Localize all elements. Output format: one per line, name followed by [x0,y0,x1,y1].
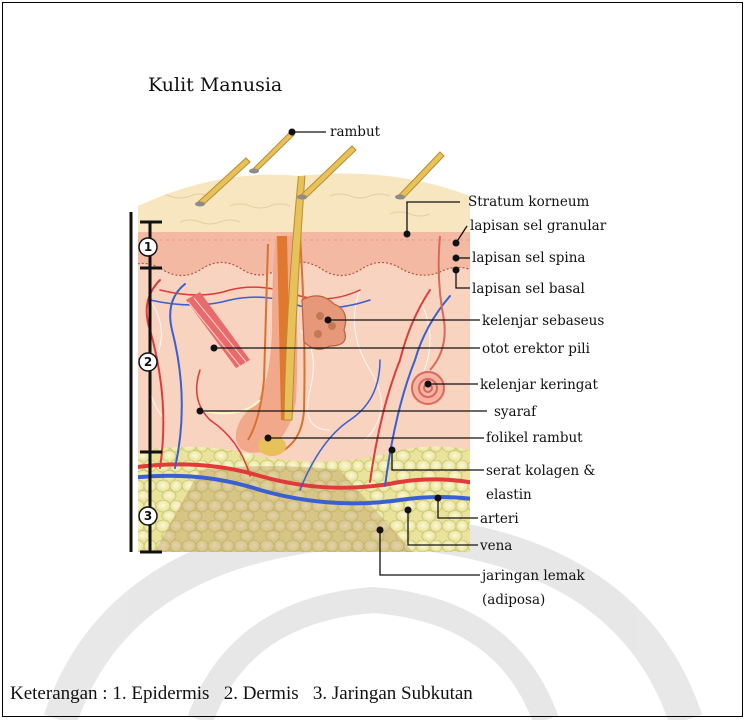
layer-number-3: 3 [144,509,152,523]
label-serat-kolagen: serat kolagen & [486,463,595,479]
label-kelenjar-sebaseus: kelenjar sebaseus [482,313,604,329]
label-jaringan-lemak: jaringan lemak [482,568,585,584]
caption-dermis: 2. Dermis [224,683,299,704]
label-elastin: elastin [486,487,532,503]
layer-number-2: 2 [144,355,152,369]
caption-jaringan-subkutan: 3. Jaringan Subkutan [313,683,473,704]
layer-number-1: 1 [144,240,152,254]
label-folikel-rambut: folikel rambut [486,430,583,446]
label-adiposa: (adiposa) [482,592,545,608]
label-kelenjar-keringat: kelenjar keringat [480,377,598,393]
caption: Keterangan : 1. Epidermis 2. Dermis 3. J… [10,683,473,705]
label-syaraf: syaraf [494,404,536,420]
diagram-title: Kulit Manusia [148,74,282,96]
label-vena: vena [480,538,512,554]
label-lapisan-sel-granular: lapisan sel granular [470,218,606,234]
label-stratum-korneum: Stratum korneum [468,194,589,210]
label-otot-erektor-pili: otot erektor pili [482,341,590,357]
skin-block [130,155,480,560]
label-lapisan-sel-basal: lapisan sel basal [472,281,585,297]
label-arteri: arteri [480,511,519,527]
caption-epidermis: 1. Epidermis [112,683,209,704]
label-rambut: rambut [330,124,380,140]
label-lapisan-sel-spina: lapisan sel spina [472,250,585,266]
caption-prefix: Keterangan : [10,683,112,704]
